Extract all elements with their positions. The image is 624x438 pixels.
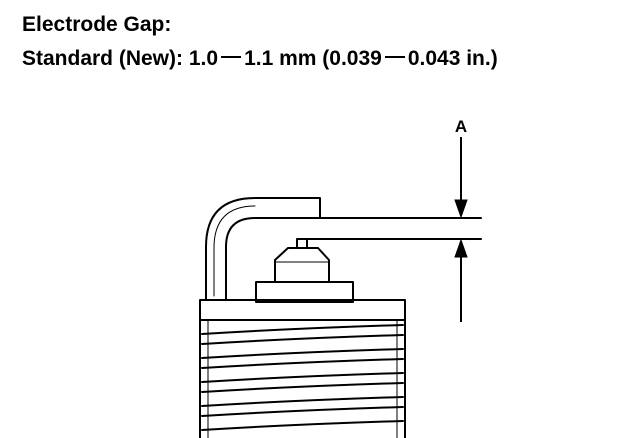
thread-line	[201, 358, 404, 369]
arrowhead-up	[454, 238, 468, 258]
thread-line	[201, 324, 404, 335]
spec-in-max: 0.043 in.)	[407, 47, 498, 70]
thread-line	[201, 372, 404, 383]
insulator-base	[255, 281, 354, 303]
center-electrode-tip	[296, 238, 308, 249]
callout-label-a: A	[455, 117, 467, 136]
thread-line	[201, 382, 404, 393]
spec-mm-max: 1.1 mm	[244, 47, 317, 70]
heading-electrode-gap: Electrode Gap:	[22, 13, 172, 36]
thread-line	[201, 406, 404, 417]
spec-standard-new: Standard (New): 1.0 1.1 mm (0.039 0.043 in…	[22, 47, 498, 71]
ground-electrode	[205, 197, 321, 301]
thread-line	[201, 348, 404, 359]
threads	[201, 324, 404, 431]
range-dash	[221, 56, 242, 59]
range-dash	[384, 56, 405, 59]
shell-top	[199, 299, 406, 321]
thread-line	[201, 420, 404, 431]
insulator-nose	[274, 247, 330, 283]
arrowhead-down	[454, 199, 468, 219]
spec-label: Standard (New):	[22, 47, 184, 70]
ground-electrode-highlight	[213, 205, 256, 297]
spec-in-min: (0.039	[322, 47, 382, 70]
spec-mm-min: 1.0	[188, 47, 219, 70]
thread-line	[201, 396, 404, 407]
thread-line	[201, 334, 404, 345]
